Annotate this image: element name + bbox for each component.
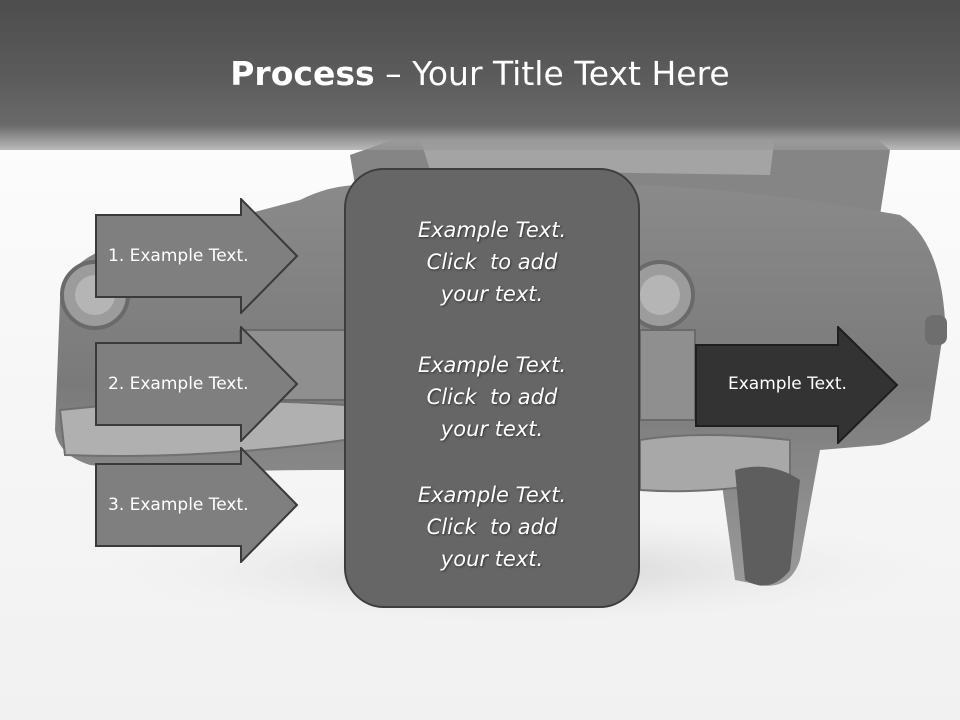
center-paragraph-line: Click to add [426,250,558,274]
title-rest-part: – Your Title Text Here [374,54,730,93]
step-label-2: 2. Example Text. [108,374,249,394]
center-paragraph-line: Click to add [426,515,558,539]
center-paragraph-line: your text. [440,417,544,441]
arrow-right-icon [95,196,299,316]
step-arrow-3[interactable]: 3. Example Text. [95,445,299,565]
step-arrow-2[interactable]: 2. Example Text. [95,324,299,444]
center-paragraph-3: Example Text. Click to add your text. [346,479,638,575]
center-paragraph-line: Click to add [426,385,558,409]
arrow-right-icon [95,445,299,565]
center-paragraph-1: Example Text. Click to add your text. [346,214,638,310]
step-label-1: 1. Example Text. [108,246,249,266]
center-paragraph-line: Example Text. [417,483,567,507]
title-bold-part: Process [230,54,375,93]
center-paragraph-line: your text. [440,547,544,571]
title-bar [0,0,960,150]
center-paragraph-line: your text. [440,282,544,306]
center-paragraph-2: Example Text. Click to add your text. [346,349,638,445]
output-arrow[interactable]: Example Text. [695,324,899,446]
output-label: Example Text. [728,374,847,394]
slide-title: Process – Your Title Text Here [0,52,960,96]
center-paragraph-line: Example Text. [417,353,567,377]
step-label-3: 3. Example Text. [108,495,249,515]
step-arrow-1[interactable]: 1. Example Text. [95,196,299,316]
center-process-box[interactable]: Example Text. Click to add your text. Ex… [344,168,640,608]
arrow-right-icon [95,324,299,444]
arrow-right-icon [695,324,899,446]
center-paragraph-line: Example Text. [417,218,567,242]
